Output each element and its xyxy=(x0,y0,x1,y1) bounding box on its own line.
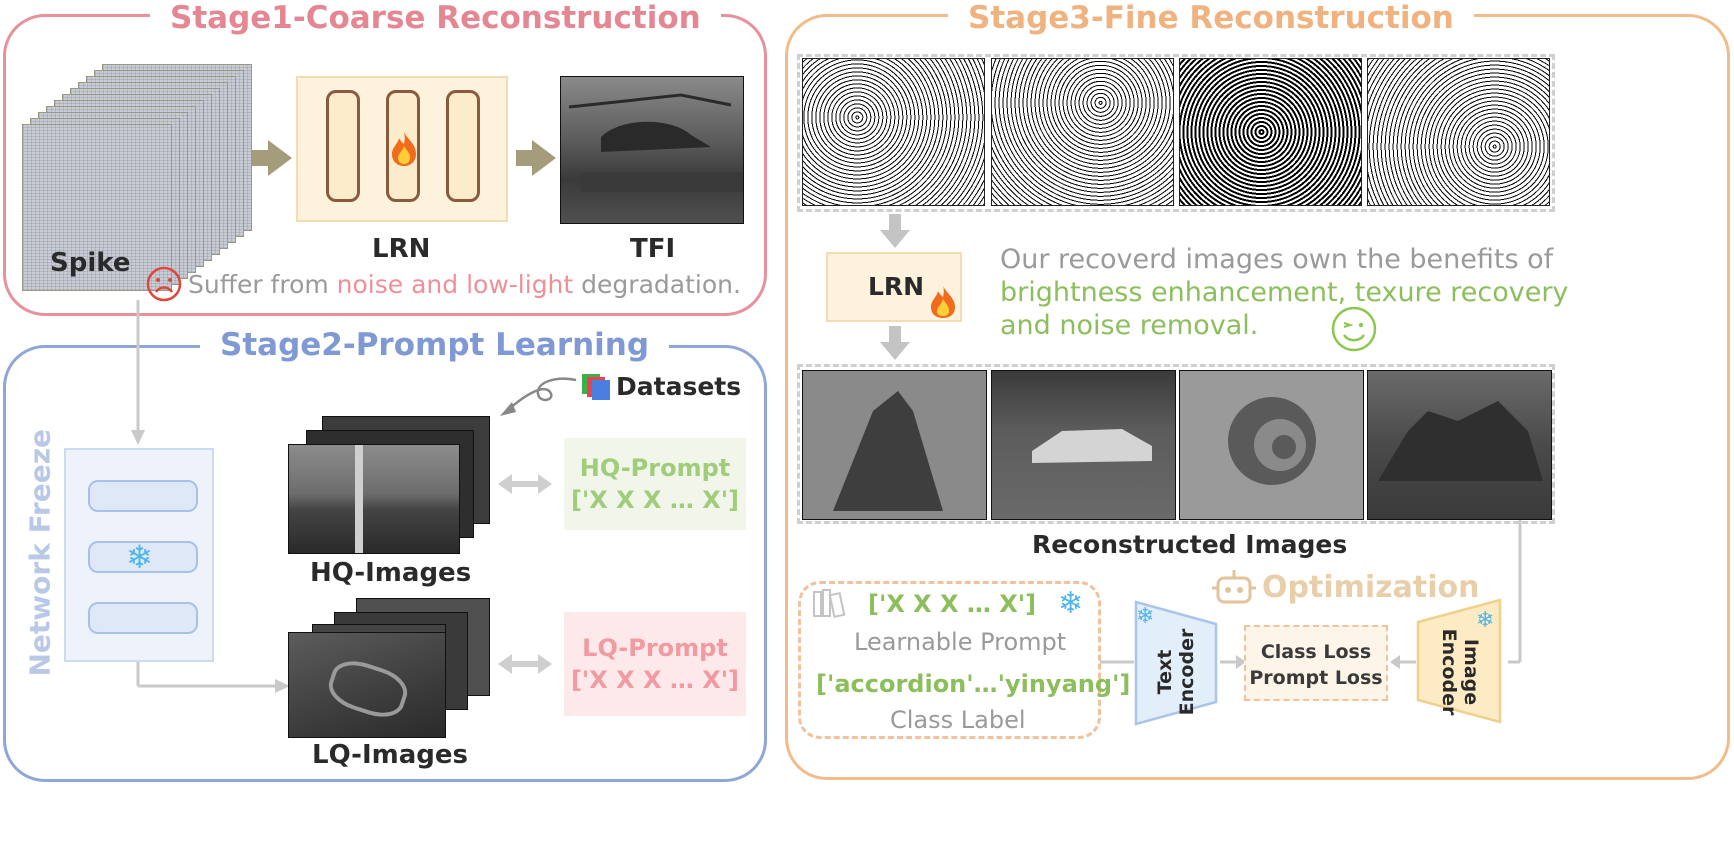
text-encoder xyxy=(1134,600,1218,726)
reconstructed-label: Reconstructed Images xyxy=(1032,530,1348,559)
noisy-image-1 xyxy=(802,58,985,206)
stage1-lrn-label: LRN xyxy=(372,234,431,264)
sad-face-icon xyxy=(146,266,182,302)
tfi-image xyxy=(560,76,744,224)
reconstructed-image-1 xyxy=(802,370,987,520)
stage1-title: Stage1-Coarse Reconstruction xyxy=(150,0,721,36)
class-label-label: Class Label xyxy=(890,706,1026,734)
image-encoder-label: Image Encoder xyxy=(1438,628,1482,716)
lq-prompt-box: LQ-Prompt ['X X X … X'] xyxy=(564,612,746,716)
robot-icon xyxy=(1212,570,1256,604)
optimization-connectors xyxy=(1100,520,1522,669)
arrow-down-icon xyxy=(880,214,910,248)
benefit-line1: Our recoverd images own the benefits of xyxy=(1000,244,1554,275)
lq-prompt-tokens: ['X X X … X'] xyxy=(570,666,740,694)
lq-image-front xyxy=(288,632,446,738)
hq-prompt-box: HQ-Prompt ['X X X … X'] xyxy=(564,438,746,530)
curved-arrow-icon xyxy=(500,377,577,416)
noisy-image-3 xyxy=(1179,58,1362,206)
datasets-label: Datasets xyxy=(616,372,742,401)
spike-label: Spike xyxy=(50,248,131,278)
learnable-tokens: ['X X X … X'] xyxy=(868,590,1037,618)
fire-icon xyxy=(392,132,416,166)
freeze-connector xyxy=(131,300,290,693)
benefit-line2: brightness enhancement, texure recovery xyxy=(1000,277,1569,308)
noisy-image-2 xyxy=(991,58,1174,206)
loss-box: Class Loss Prompt Loss xyxy=(1244,625,1388,701)
prompt-loss-label: Prompt Loss xyxy=(1249,667,1383,689)
optimization-label: Optimization xyxy=(1262,570,1480,605)
reconstructed-image-3 xyxy=(1179,370,1364,520)
hq-prompt-tokens: ['X X X … X'] xyxy=(570,486,740,514)
spike-stack xyxy=(20,60,252,291)
smile-face-icon xyxy=(1331,306,1377,352)
snowflake-icon: ❄ xyxy=(126,538,153,576)
class-tokens: ['accordion'…'yinyang'] xyxy=(816,670,1131,698)
books-icon xyxy=(582,374,610,400)
reconstructed-image-4 xyxy=(1367,370,1552,520)
hq-image-front xyxy=(288,444,460,554)
stage3-lrn-label: LRN xyxy=(868,272,925,301)
network-freeze-label: Network Freeze xyxy=(23,428,57,677)
frozen-network: ❄ xyxy=(64,448,214,662)
note-prefix: Suffer from xyxy=(188,270,337,299)
stage3-lrn-block: LRN xyxy=(826,252,962,322)
snowflake-icon: ❄ xyxy=(1136,604,1155,629)
snowflake-icon: ❄ xyxy=(1476,608,1495,633)
reconstructed-images-row xyxy=(797,364,1555,524)
books-icon xyxy=(813,589,846,618)
double-arrow-icon xyxy=(498,474,552,494)
arrow-right-icon xyxy=(516,140,556,176)
hq-prompt-title: HQ-Prompt xyxy=(579,454,731,482)
lq-images-label: LQ-Images xyxy=(312,740,468,770)
image-encoder xyxy=(1416,598,1502,724)
learnable-prompt-label: Learnable Prompt xyxy=(854,628,1067,656)
note-highlight: noise and low-light xyxy=(336,270,574,299)
lrn-block xyxy=(296,76,508,222)
class-loss-label: Class Loss xyxy=(1260,641,1372,663)
noisy-images-row xyxy=(797,54,1555,212)
tfi-label: TFI xyxy=(630,234,676,264)
benefit-line3: and noise removal. xyxy=(1000,310,1259,341)
noisy-image-4 xyxy=(1367,58,1550,206)
note-suffix: degradation. xyxy=(573,270,741,299)
fire-icon xyxy=(931,286,955,318)
arrow-right-icon xyxy=(252,140,292,176)
snowflake-icon: ❄ xyxy=(1058,586,1084,621)
lq-prompt-title: LQ-Prompt xyxy=(582,634,728,662)
double-arrow-icon xyxy=(498,654,552,674)
stage2-title: Stage2-Prompt Learning xyxy=(200,327,670,363)
text-encoder-label: Text Encoder xyxy=(1154,628,1198,716)
hq-images-label: HQ-Images xyxy=(310,558,472,588)
stage3-title: Stage3-Fine Reconstruction xyxy=(948,0,1474,36)
arrow-down-icon xyxy=(880,326,910,360)
stage1-note: Suffer from noise and low-light degradat… xyxy=(188,268,741,301)
prompt-class-box xyxy=(798,581,1101,739)
reconstructed-image-2 xyxy=(991,370,1176,520)
